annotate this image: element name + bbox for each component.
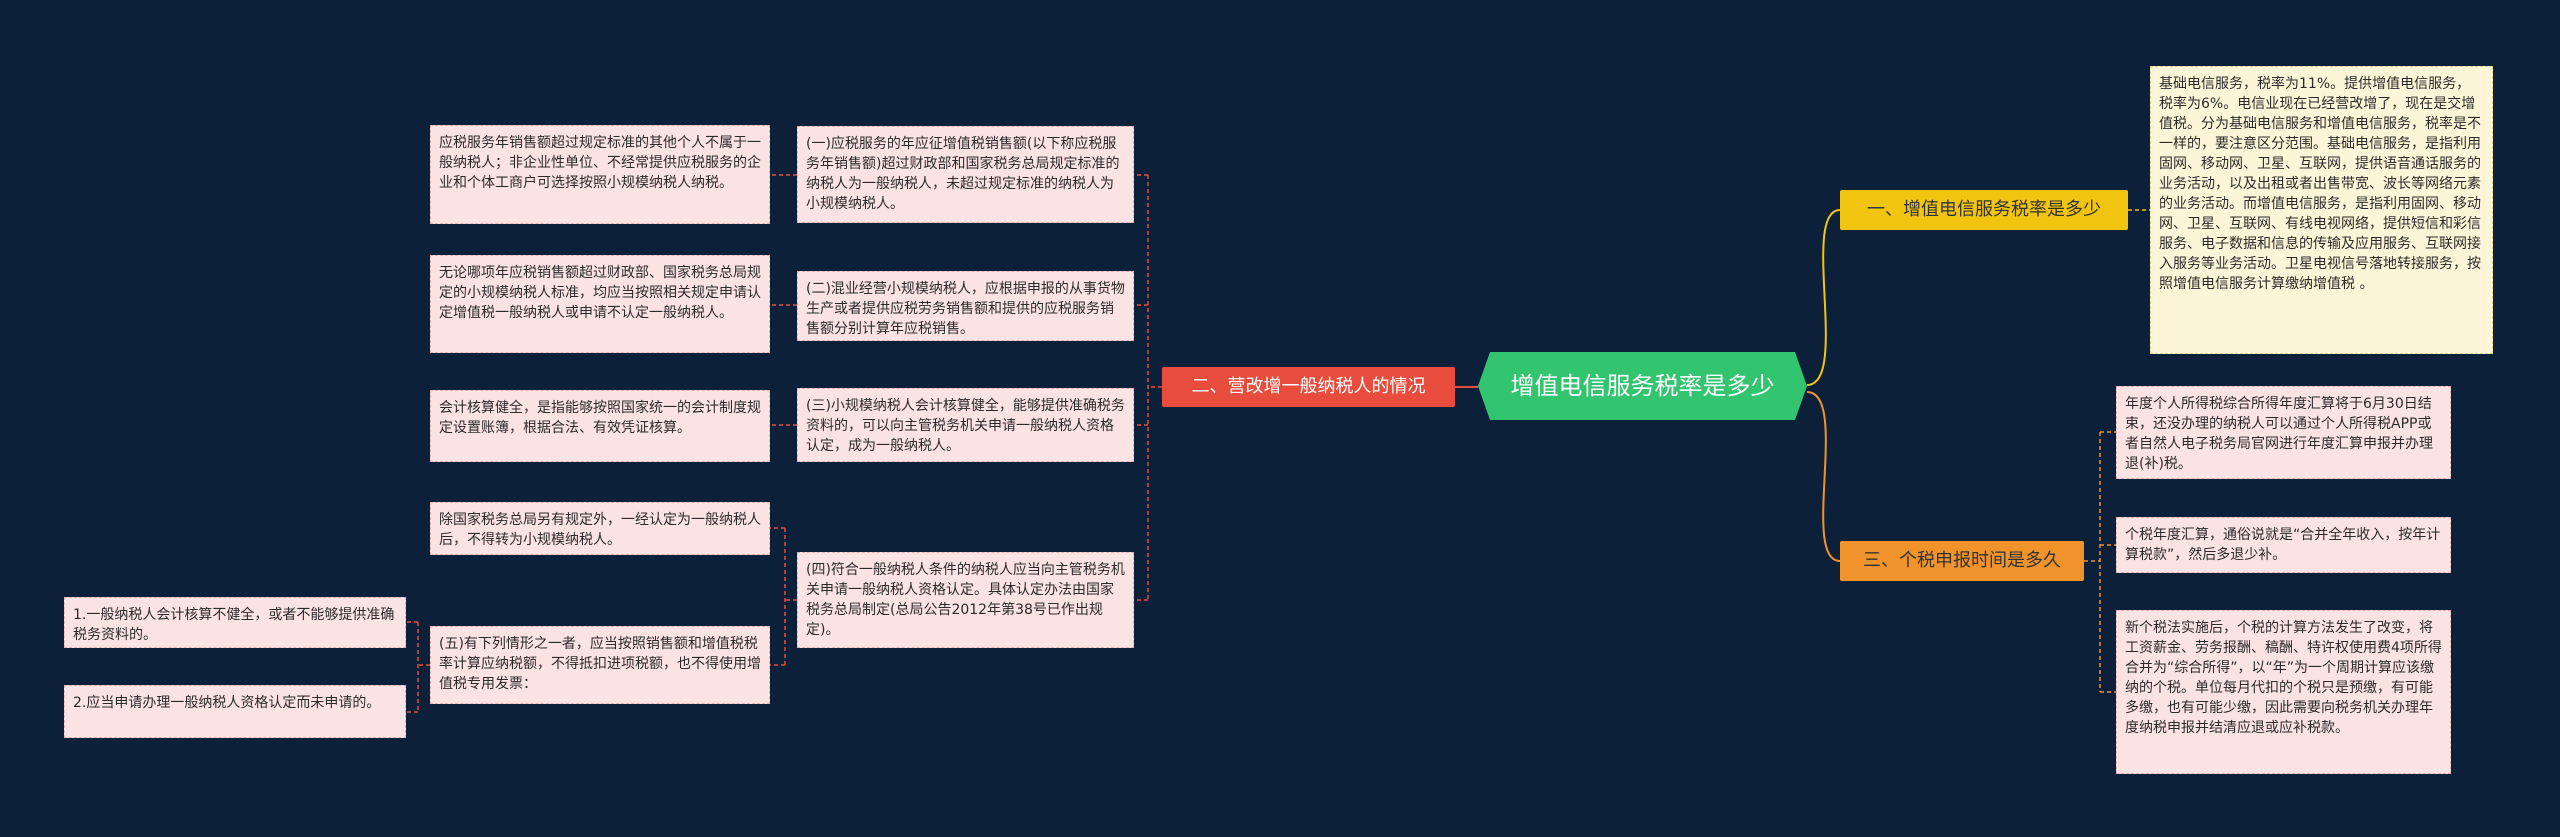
leaf-note-no-revert: 除国家税务总局另有规定外，一经认定为一般纳税人后，不得转为小规模纳税人。: [430, 502, 770, 555]
leaf-tax-rate-detail: 基础电信服务，税率为11%。提供增值电信服务，税率为6%。电信业现在已经营改增了…: [2150, 66, 2493, 354]
leaf-annual-settlement: 个税年度汇算，通俗说就是“合并全年收入，按年计算税款”，然后多退少补。: [2116, 517, 2451, 573]
link-mid-outer: [770, 174, 797, 666]
leaf-filing-deadline: 年度个人所得税综合所得年度汇算将于6月30日结束，还没办理的纳税人可以通过个人所…: [2116, 386, 2451, 479]
branch-tax-filing-time[interactable]: 三、个税申报时间是多久: [1840, 541, 2084, 581]
leaf-note-other-individuals: 应税服务年销售额超过规定标准的其他个人不属于一般纳税人；非企业性单位、不经常提供…: [430, 125, 770, 224]
leaf-note-accounting: 会计核算健全，是指能够按照国家统一的会计制度规定设置账簿，根据合法、有效凭证核算…: [430, 390, 770, 462]
branch-tax-rate[interactable]: 一、增值电信服务税率是多少: [1840, 190, 2128, 230]
leaf-rule-2: (二)混业经营小规模纳税人，应根据申报的从事货物生产或者提供应税劳务销售额和提供…: [797, 271, 1134, 341]
leaf-rule-1: (一)应税服务的年应征增值税销售额(以下称应税服务年销售额)超过财政部和国家税务…: [797, 126, 1134, 223]
link-b3-leaves: [2084, 431, 2116, 693]
leaf-rule-3: (三)小规模纳税人会计核算健全，能够提供准确税务资料的，可以向主管税务机关申请一…: [797, 388, 1134, 462]
leaf-new-tax-law: 新个税法实施后，个税的计算方法发生了改变，将工资薪金、劳务报酬、稿酬、特许权使用…: [2116, 610, 2451, 774]
root-topic[interactable]: 增值电信服务税率是多少: [1478, 352, 1807, 420]
link-root-b3: [1806, 391, 1841, 562]
branch-general-taxpayer[interactable]: 二、营改增一般纳税人的情况: [1162, 367, 1455, 407]
leaf-note-threshold: 无论哪项年应税销售额超过财政部、国家税务总局规定的小规模纳税人标准，均应当按照相…: [430, 255, 770, 353]
leaf-case-2: 2.应当申请办理一般纳税人资格认定而未申请的。: [64, 685, 406, 738]
leaf-rule-5: (五)有下列情形之一者，应当按照销售额和增值税税率计算应纳税额，不得抵扣进项税额…: [430, 626, 770, 704]
leaf-case-1: 1.一般纳税人会计核算不健全，或者不能够提供准确税务资料的。: [64, 597, 406, 648]
leaf-rule-4: (四)符合一般纳税人条件的纳税人应当向主管税务机关申请一般纳税人资格认定。具体认…: [797, 552, 1134, 648]
link-b2-mid: [1134, 174, 1162, 601]
link-root-b1: [1806, 209, 1841, 386]
link-outer-far: [406, 621, 430, 713]
